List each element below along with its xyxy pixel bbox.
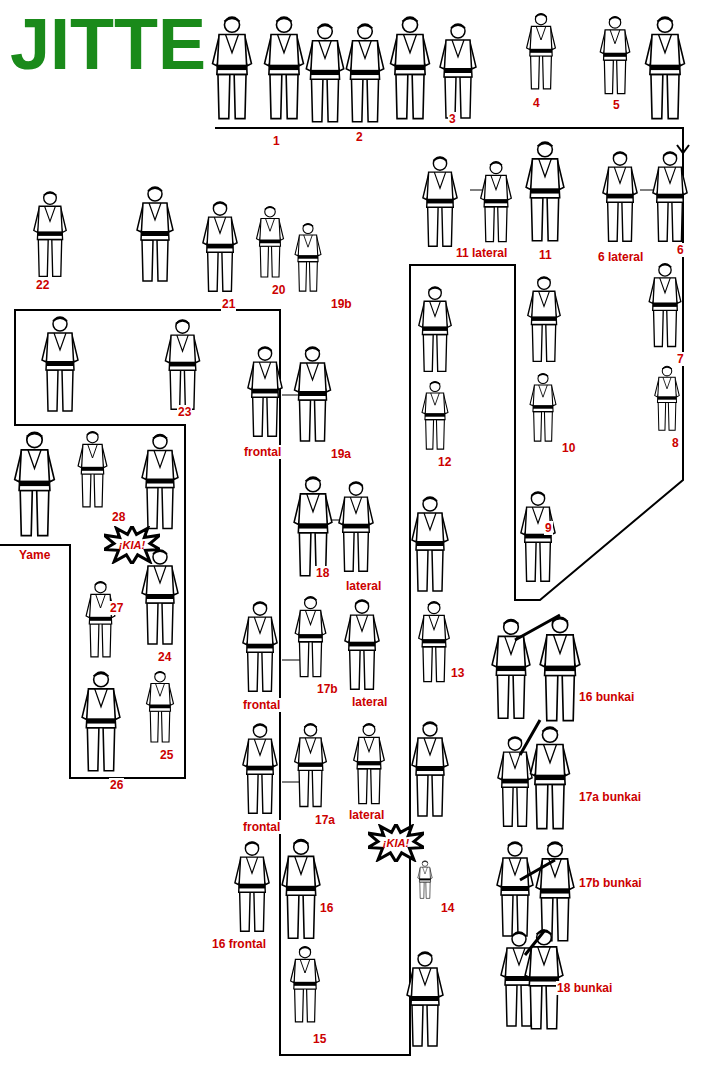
move-number: 17b (316, 682, 339, 696)
move-number: frontal (242, 820, 281, 834)
move-number: lateral (348, 808, 385, 822)
move-number: 17a (314, 813, 336, 827)
move-number: 11 (538, 248, 553, 262)
move-number: 10 (561, 441, 576, 455)
move-number: 12 (437, 455, 452, 469)
kiai-burst: ¡KIA! (104, 526, 160, 564)
move-number: 6 lateral (597, 250, 644, 264)
move-number: 13 (450, 666, 465, 680)
move-number: 8 (671, 436, 680, 450)
move-number: 17a bunkai (578, 790, 642, 804)
move-number: lateral (351, 695, 388, 709)
move-number: 17b bunkai (578, 876, 643, 890)
move-number: 3 (448, 112, 457, 126)
move-number: 20 (271, 283, 286, 297)
move-number: 11 lateral (455, 246, 508, 260)
move-number: 6 (676, 243, 685, 257)
move-number: 1 (272, 134, 281, 148)
move-number: 26 (109, 778, 124, 792)
move-number: 28 (111, 510, 126, 524)
move-number: Yame (18, 548, 51, 562)
kata-title: JITTE (10, 4, 206, 84)
move-number: 24 (157, 650, 172, 664)
move-number: lateral (345, 579, 382, 593)
move-number: 16 bunkai (578, 690, 635, 704)
move-number: 19a (330, 447, 352, 461)
move-number: 18 (315, 566, 330, 580)
move-number: 22 (35, 278, 50, 292)
move-number: 15 (312, 1032, 327, 1046)
move-number: 27 (109, 601, 124, 615)
move-number: 9 (544, 521, 553, 535)
kiai-text: ¡KIA! (368, 837, 424, 849)
move-number: 2 (355, 130, 364, 144)
move-number: 23 (177, 405, 192, 419)
move-number: 7 (676, 352, 685, 366)
move-number: 4 (532, 96, 541, 110)
move-number: 5 (612, 98, 621, 112)
move-number: frontal (242, 698, 281, 712)
move-number: frontal (243, 445, 282, 459)
move-number: 19b (330, 297, 353, 311)
move-number: 16 (319, 901, 334, 915)
move-number: 18 bunkai (556, 981, 613, 995)
move-number: 16 frontal (211, 937, 267, 951)
kiai-burst: ¡KIA! (368, 824, 424, 862)
move-number: 14 (440, 901, 455, 915)
move-number: 25 (159, 748, 174, 762)
move-number: 21 (221, 297, 236, 311)
kiai-text: ¡KIA! (104, 539, 160, 551)
